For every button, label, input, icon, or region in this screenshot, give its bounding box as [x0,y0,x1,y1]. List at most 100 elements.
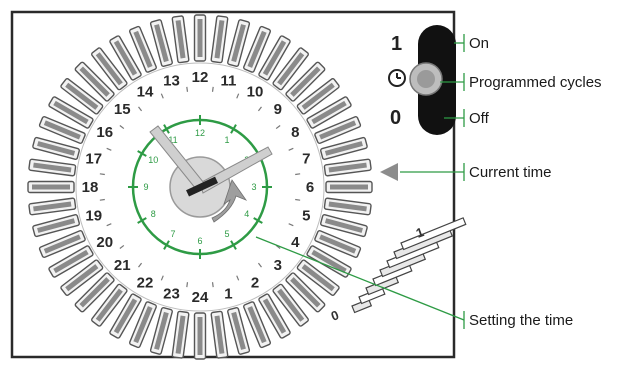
segment-tooth[interactable] [210,15,229,64]
segment-tooth[interactable] [320,214,368,238]
segment-tooth[interactable] [149,307,173,355]
segment-tooth[interactable] [314,116,362,144]
clock-tick [137,150,147,157]
segment-tooth[interactable] [129,301,157,349]
segment-tooth[interactable] [60,78,104,115]
segment-tooth[interactable] [210,310,229,359]
segment-tooth[interactable] [227,19,251,67]
hour-label: 1 [224,285,232,302]
segment-tooth[interactable] [28,197,77,216]
clock-label: 8 [151,209,156,219]
scale-bar [351,298,373,314]
segment-tooth[interactable] [28,158,77,177]
segment-tooth[interactable] [193,14,207,62]
segment-tooth[interactable] [325,180,373,194]
scale-bar [400,217,467,251]
segment-tooth[interactable] [193,312,207,360]
hour-label: 21 [114,257,131,274]
callout-current-time: Current time [469,164,552,181]
hour-tick [257,262,262,268]
hour-tick [106,223,112,227]
segment-tooth[interactable] [48,245,94,278]
hour-label: 18 [82,179,99,196]
hour-tick [257,106,262,112]
segment-tooth[interactable] [323,197,372,216]
segment-tooth[interactable] [74,272,115,313]
segment-tooth[interactable] [109,293,142,339]
segment-tooth[interactable] [48,96,94,129]
segment-ring [27,14,373,360]
segment-tooth[interactable] [38,230,86,258]
hour-tick [119,244,125,249]
hour-tick [295,198,301,201]
hour-tick [186,86,189,92]
callout-setting-time: Setting the time [469,312,573,329]
hour-label: 23 [163,285,180,302]
hour-label: 14 [137,84,154,101]
off-symbol: 0 [390,107,401,129]
segment-tooth[interactable] [60,259,104,296]
segment-tooth[interactable] [27,180,75,194]
segment-tooth[interactable] [243,25,271,73]
clock-tick [163,240,170,250]
segment-tooth[interactable] [171,310,190,359]
hour-tick [99,198,105,201]
clock-label: 1 [224,135,229,145]
segment-tooth[interactable] [32,136,80,160]
segment-tooth[interactable] [285,61,326,102]
hour-tick [288,223,294,227]
segment-tooth[interactable] [171,15,190,64]
callout-programmed-cycles: Programmed cycles [469,74,602,91]
segment-tooth[interactable] [320,136,368,160]
segment-tooth[interactable] [38,116,86,144]
segment-tooth[interactable] [296,78,340,115]
segment-tooth[interactable] [243,301,271,349]
callout-line-setting [255,236,465,321]
hour-tick [138,262,143,268]
hour-label: 6 [306,179,314,196]
segment-tooth[interactable] [74,61,115,102]
clock-tick [230,124,237,134]
segment-tooth[interactable] [314,230,362,258]
segment-tooth[interactable] [285,272,326,313]
hour-label: 16 [96,124,113,141]
segment-tooth[interactable] [149,19,173,67]
segment-tooth[interactable] [296,259,340,296]
segment-tooth[interactable] [32,214,80,238]
segment-tooth[interactable] [91,47,128,91]
callout-lines [255,34,465,329]
callout-on: On [469,35,489,52]
clock-tick [163,124,170,134]
hour-label: 12 [192,69,209,86]
hour-label: 11 [221,73,237,90]
segment-tooth[interactable] [258,35,291,81]
hour-tick [295,173,301,176]
hour-label: 19 [85,207,102,224]
hour-tick [275,125,281,130]
segment-tooth[interactable] [306,245,352,278]
segment-tooth[interactable] [227,307,251,355]
hour-tick [106,147,112,151]
segment-tooth[interactable] [129,25,157,73]
segment-tooth[interactable] [323,158,372,177]
hour-label: 20 [96,234,113,251]
hour-label: 4 [291,234,300,251]
hour-tick [236,275,240,281]
segment-tooth[interactable] [306,96,352,129]
segment-tooth[interactable] [272,283,309,327]
segment-tooth[interactable] [258,293,291,339]
hour-tick [99,173,105,176]
clock-label: 5 [224,229,229,239]
clock-tick [230,240,237,250]
segment-tooth[interactable] [272,47,309,91]
hour-label: 10 [247,84,264,101]
segment-tooth[interactable] [109,35,142,81]
hub-pointer [186,176,219,197]
scale-bottom-label: 0 [329,307,341,324]
hour-label: 15 [114,101,131,118]
clock-label: 7 [170,229,175,239]
segment-tooth[interactable] [91,283,128,327]
hour-label: 5 [302,207,310,224]
